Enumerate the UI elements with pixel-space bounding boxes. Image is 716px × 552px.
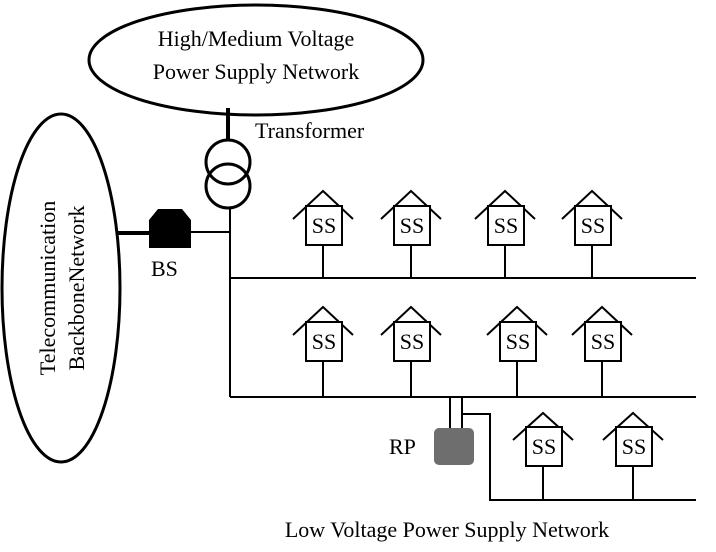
house-r3-1-label: SS (532, 434, 556, 459)
hv-network-ellipse (87, 3, 425, 117)
house-r2-2-label: SS (400, 329, 424, 354)
repeater-icon (434, 428, 474, 465)
house-r2-2: SS (380, 305, 442, 397)
house-r1-3: SS (474, 189, 536, 278)
house-r1-3-label: SS (494, 213, 518, 238)
house-r2-3-label: SS (506, 329, 530, 354)
telecom-ellipse (0, 112, 122, 464)
house-r1-4-label: SS (581, 213, 605, 238)
hv-network-label-line2: Power Supply Network (153, 59, 360, 84)
house-r1-2-label: SS (400, 213, 424, 238)
house-r1-2: SS (380, 189, 442, 278)
repeater-label: RP (389, 434, 416, 459)
base-station-icon (149, 209, 191, 248)
transformer-label: Transformer (255, 118, 365, 143)
hv-network-label-line1: High/Medium Voltage (158, 26, 355, 51)
telecom-label-line2: BackboneNetwork (64, 206, 89, 371)
base-station-label: BS (151, 256, 178, 281)
house-r3-2: SS (602, 411, 664, 500)
transformer-symbol (204, 138, 252, 210)
house-r2-4-label: SS (591, 329, 615, 354)
house-r2-3: SS (486, 305, 548, 397)
house-r3-1: SS (512, 411, 574, 500)
house-r1-1-label: SS (312, 213, 336, 238)
rp-branch-line (462, 413, 696, 501)
house-r1-4: SS (561, 189, 623, 278)
house-r1-1: SS (292, 189, 354, 278)
house-r3-2-label: SS (622, 434, 646, 459)
house-r2-4: SS (571, 305, 633, 397)
house-r2-1-label: SS (312, 329, 336, 354)
telecom-label-line1: Telecommunication (35, 201, 60, 375)
lv-network-label: Low Voltage Power Supply Network (285, 517, 609, 542)
house-r2-1: SS (292, 305, 354, 397)
